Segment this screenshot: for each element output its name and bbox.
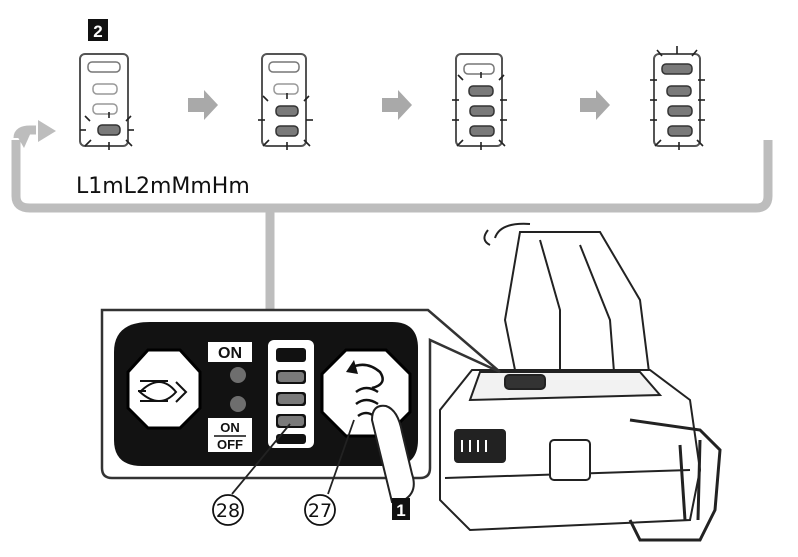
drill-handle-detail (539, 239, 616, 386)
indicator-stage-4 (650, 46, 705, 150)
callout-28-label: 28 (216, 500, 240, 522)
arrow-2-3 (382, 90, 412, 120)
rotation-mode-icon (346, 360, 384, 418)
indicator-stage-1 (79, 53, 134, 150)
on-off-bottom-label: OFF (217, 437, 243, 452)
drill-illustration (439, 222, 722, 542)
mode-sequence-label: L1mL2mMmHm (76, 174, 250, 199)
drill-clip (628, 418, 722, 542)
arrow-3-4 (580, 90, 610, 120)
drill-base-switch (504, 374, 546, 390)
indicator-stage-2 (258, 53, 313, 150)
drill-foot-latch (549, 439, 591, 481)
loop-arrowhead-body (13, 125, 36, 139)
callout-27-label: 27 (308, 500, 332, 522)
on-off-top-label: ON (220, 420, 240, 435)
callout-27: 27 (304, 494, 336, 526)
leader-27 (327, 419, 355, 495)
step-1-badge: 1 (392, 498, 410, 520)
on-label: ON (218, 345, 242, 362)
on-indicator-dot (230, 367, 246, 383)
onoff-indicator-dot (230, 396, 246, 412)
light-button[interactable] (126, 348, 202, 430)
drill-top-curve (483, 222, 531, 246)
drill-base-top (468, 371, 663, 402)
step-2-label: 2 (93, 22, 102, 41)
light-icon (138, 380, 188, 403)
indicator-stage-3 (452, 53, 507, 150)
cycle-loop-line (11, 140, 773, 213)
on-off-badge: ON OFF (208, 418, 252, 452)
battery-gauge-bars (461, 440, 487, 452)
leader-28 (231, 423, 291, 495)
finger-illustration (370, 404, 415, 504)
loop-arrowhead-tip (38, 120, 56, 142)
mode-indicator-lamps (268, 340, 314, 448)
battery-gauge (454, 429, 506, 463)
arrow-1-2 (188, 90, 218, 120)
callout-28: 28 (212, 494, 244, 526)
on-badge: ON (208, 342, 252, 362)
step-1-label: 1 (396, 501, 405, 520)
step-2-badge: 2 (88, 19, 108, 41)
